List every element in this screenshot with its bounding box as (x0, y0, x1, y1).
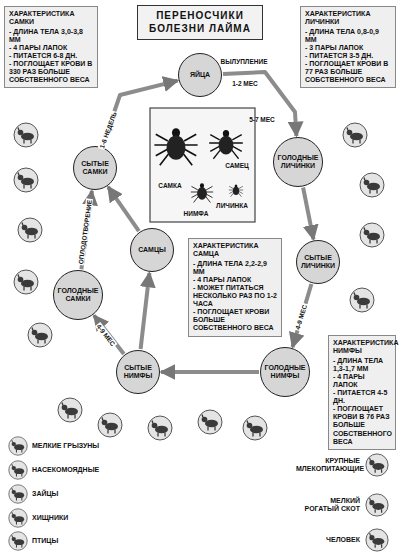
cycle-arrow (223, 72, 296, 136)
box-bullet: - ПИТАЕТСЯ 6-8 ДН. (9, 52, 93, 60)
box-bullet: - ПОГЛОЩАЕТ КРОВИ В 77 РАЗ БОЛЬШЕ СОБСТВ… (305, 60, 391, 84)
stage-name: САМЦЫ (138, 246, 166, 254)
stage-name: ГОЛОДНЫЕ НИМФЫ (265, 364, 306, 380)
characteristic-box: ХАРАКТЕРИСТИКА ЛИЧИНКИ - ДЛИНА ТЕЛА 0,8-0… (300, 6, 396, 88)
box-heading: ХАРАКТЕРИСТИКА НИМФЫ (333, 339, 391, 355)
stage-circle: СЫТЫЕ НИМФЫ (116, 350, 160, 394)
cycle-arrow (141, 273, 150, 349)
box-heading: ХАРАКТЕРИСТИКА САМЦА (193, 242, 277, 258)
stage-circle: ЯЙЦА (178, 53, 222, 97)
host-label: КРУПНЫЕ МЛЕКОПИТАЮЩИЕ (296, 457, 360, 472)
tick-panel (150, 108, 255, 222)
stage-label: САМЕЦ (225, 162, 249, 169)
host-label: МЕЛКИЕ ГРЫЗУНЫ (32, 442, 99, 450)
female-tick (154, 128, 197, 165)
stage-circle: САМЦЫ (130, 228, 174, 272)
edge-label: ОПЛОДОТВОРЕНИЕ (77, 198, 93, 265)
host-label: ЗАЙЦЫ (32, 490, 58, 498)
host-label: ХИЩНИКИ (32, 514, 68, 522)
stage-name: СЫТЫЕ САМКИ (81, 160, 109, 176)
host-label: НАСЕКОМОЯДНЫЕ (32, 466, 99, 474)
host-label: ПТИЦЫ (32, 537, 58, 545)
stage-label: ЛИЧИНКА (216, 202, 248, 209)
box-bullet: - МОЖЕТ ПИТАТЬСЯ НЕСКОЛЬКО РАЗ ПО 1-2 ЧА… (193, 284, 277, 308)
box-bullet: - ПОГЛОЩАЕТ КРОВИ БОЛЬШЕ СОБСТВЕННОГО ВЕ… (193, 308, 277, 332)
stage-circle: СЫТЫЕ ЛИЧИНКИ (296, 240, 340, 284)
stage-circle: ГОЛОДНЫЕ САМКИ (53, 270, 103, 320)
edge-label: 4-9 МЕС (95, 322, 118, 348)
larva-tick (229, 184, 243, 196)
nymph-tick (191, 183, 213, 202)
stage-name: ЯЙЦА (190, 71, 210, 79)
box-bullet: - 4 ПАРЫ ЛАПОК (193, 276, 277, 284)
stage-circle: СЫТЫЕ САМКИ (73, 146, 117, 190)
edge-label: 4-9 МЕС (294, 303, 309, 332)
box-bullet: - ПИТАЕТСЯ 3-5 ДН. (305, 52, 391, 60)
cycle-arrow (161, 370, 259, 374)
interval-label: 5-7 МЕС (249, 116, 275, 123)
box-bullet: - ДЛИНА ТЕЛА 0,8-0,9 ММ (305, 28, 391, 44)
cycle-arrow (303, 188, 313, 240)
stage-name: ГОЛОДНЫЕ САМКИ (58, 287, 99, 303)
male-tick (209, 130, 243, 159)
box-bullet: - 4 ПАРЫ ЛАПОК (9, 44, 93, 52)
box-heading: ХАРАКТЕРИСТИКА ЛИЧИНКИ (305, 10, 391, 26)
box-bullet: - ДЛИНА ТЕЛА 3,0-3,8 ММ (9, 28, 93, 44)
box-bullet: - 4 ПАРЫ ЛАПОК (333, 373, 391, 389)
host-label: ЧЕЛОВЕК (296, 536, 360, 544)
stage-circle: ГОЛОДНЫЕ ЛИЧИНКИ (273, 137, 323, 187)
box-bullet: - ПОГЛОЩАЕТ КРОВИ В 76 РАЗ БОЛЬШЕ СОБСТВ… (333, 405, 391, 445)
box-bullet: - 3 ПАРЫ ЛАПОК (305, 44, 391, 52)
cycle-arrow (94, 316, 124, 354)
stage-circle: ГОЛОДНЫЕ НИМФЫ (260, 347, 310, 397)
edge-label: ВЫЛУПЛЕНИЕ (220, 58, 269, 65)
stage-label: НИМФА (184, 210, 209, 217)
box-bullet: - ПОГЛОЩАЕТ КРОВИ В 330 РАЗ БОЛЬШЕ СОБСТ… (9, 60, 93, 84)
edge-label: 1-6 НЕДЕЛЬ (98, 110, 119, 150)
stage-name: СЫТЫЕ ЛИЧИНКИ (301, 254, 335, 270)
stage-name: ГОЛОДНЫЕ ЛИЧИНКИ (278, 154, 319, 170)
stage-name: СЫТЫЕ НИМФЫ (124, 364, 153, 380)
cycle-arrow (293, 284, 312, 347)
characteristic-box: ХАРАКТЕРИСТИКА САМКИ - ДЛИНА ТЕЛА 3,0-3,8… (4, 6, 98, 88)
cycle-arrow (108, 187, 139, 231)
box-bullet: - ДЛИНА ТЕЛА 1,3-1,7 ММ (333, 357, 391, 373)
box-bullet: - ДЛИНА ТЕЛА 2,2-2,9 ММ (193, 260, 277, 276)
box-heading: ХАРАКТЕРИСТИКА САМКИ (9, 10, 93, 26)
box-bullet: - ПИТАЕТСЯ 4-5 ДН. (333, 389, 391, 405)
host-label: МЕЛКИЙ РОГАТЫЙ СКОТ (296, 497, 360, 512)
characteristic-box: ХАРАКТЕРИСТИКА НИМФЫ - ДЛИНА ТЕЛА 1,3-1,7… (328, 335, 396, 450)
diagram-title: ПЕРЕНОСЧИКИ БОЛЕЗНИ ЛАЙМА (137, 5, 263, 40)
stage-label: САМКА (158, 182, 181, 189)
interval-label: 1-2 МЕС (232, 80, 258, 87)
characteristic-box: ХАРАКТЕРИСТИКА САМЦА - ДЛИНА ТЕЛА 2,2-2,9… (188, 238, 282, 337)
